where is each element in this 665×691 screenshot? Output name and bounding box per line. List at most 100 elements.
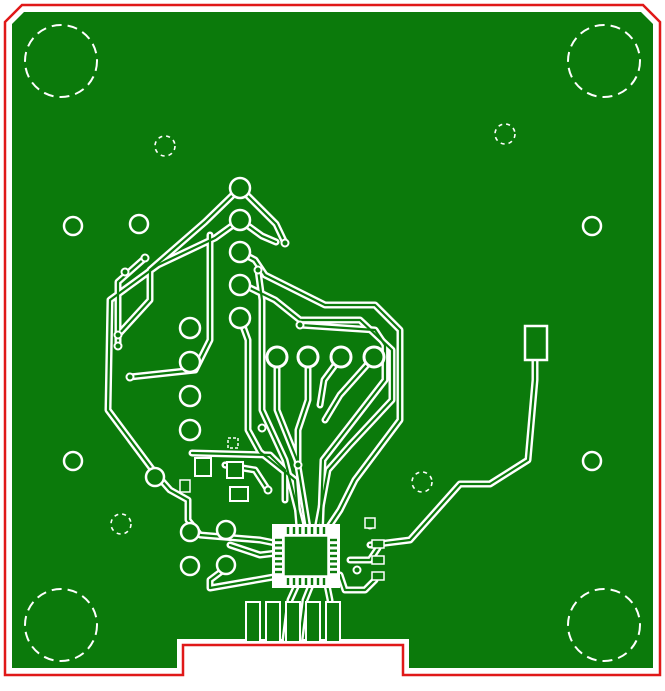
ic-pin [330, 544, 337, 547]
smd-pad [371, 555, 385, 565]
header-pin [228, 240, 252, 264]
pin [178, 418, 202, 442]
pin [178, 384, 202, 408]
ic-pin [322, 527, 326, 534]
keepout-rings [110, 123, 516, 535]
pad [215, 519, 237, 541]
ic-pins [275, 527, 337, 585]
qfn-ic [272, 524, 340, 588]
ic-pin [275, 554, 282, 558]
mounting-hole-bottom-left [24, 588, 98, 662]
screw-hole [128, 213, 150, 235]
large-via [329, 345, 353, 369]
via [295, 320, 305, 330]
via [263, 485, 273, 495]
ic-pin [298, 578, 302, 585]
keepout-ring [154, 135, 176, 157]
via [140, 253, 150, 263]
via [280, 238, 290, 248]
large-via [296, 345, 320, 369]
ic-pin [275, 538, 282, 542]
ic-pin [292, 527, 296, 534]
large-via [265, 345, 289, 369]
ic-pin [286, 578, 290, 585]
header-pin [228, 208, 252, 232]
ic-pin [330, 565, 337, 568]
smd-pad [229, 486, 249, 502]
mounting-holes [24, 24, 641, 662]
bottom-connector [245, 601, 341, 643]
ic-pin [304, 578, 308, 585]
smd-pad [227, 437, 239, 449]
ic-pin [316, 527, 320, 534]
ic-pin [275, 549, 282, 552]
ic-pin [330, 554, 337, 558]
via [253, 265, 263, 275]
ic-pin [330, 549, 337, 552]
screw-hole [62, 450, 84, 472]
ic-pin [275, 544, 282, 547]
pad [179, 521, 201, 543]
ic-pin [286, 527, 290, 534]
header-pin [228, 306, 252, 330]
screw-hole [581, 450, 603, 472]
connector-pin [325, 601, 341, 643]
connector-pin [265, 601, 281, 643]
ic-pin [292, 578, 296, 585]
ic-body [283, 535, 329, 577]
via [352, 565, 362, 575]
pin-column-left [178, 316, 202, 442]
keepout-ring [494, 123, 516, 145]
screw-holes [62, 213, 603, 472]
via [120, 267, 130, 277]
ic-pin [275, 560, 282, 563]
via-row [265, 345, 386, 369]
small-vias [113, 238, 375, 575]
via [125, 372, 135, 382]
via [113, 330, 123, 340]
ic-pin [316, 578, 320, 585]
connector-pin [245, 601, 261, 643]
header-pins [228, 176, 252, 330]
smd-components [179, 437, 385, 581]
copper-pour [12, 12, 653, 668]
pad [215, 554, 237, 576]
ic-pin [330, 560, 337, 563]
via [113, 341, 123, 351]
connector-pin [285, 601, 301, 643]
via [257, 423, 267, 433]
smd-pad [371, 571, 385, 581]
ic-pin [330, 570, 337, 574]
ic-pin [310, 527, 314, 534]
mounting-hole-top-left [24, 24, 98, 98]
ic-pin [330, 538, 337, 542]
smd-pad [194, 457, 212, 477]
screw-hole [581, 215, 603, 237]
pin [178, 350, 202, 374]
keepout-ring [411, 471, 433, 493]
keepout-ring [110, 513, 132, 535]
mounting-hole-top-right [567, 24, 641, 98]
pad [179, 555, 201, 577]
screw-hole [62, 215, 84, 237]
smd-pad [371, 539, 385, 549]
ic-pin [275, 570, 282, 574]
header-pin [228, 176, 252, 200]
test-pad [144, 466, 166, 488]
mounting-hole-bottom-right [567, 588, 641, 662]
connector-pin [305, 601, 321, 643]
ic-pin [310, 578, 314, 585]
ic-pin [275, 565, 282, 568]
ic-pin [304, 527, 308, 534]
smd-pad [364, 517, 376, 529]
ic-pin [322, 578, 326, 585]
large-via [362, 345, 386, 369]
smd-pad [179, 479, 191, 493]
ic-pin [298, 527, 302, 534]
connector-pad-right [523, 324, 549, 362]
smd-pad [226, 461, 244, 479]
via [293, 460, 303, 470]
pin [178, 316, 202, 340]
